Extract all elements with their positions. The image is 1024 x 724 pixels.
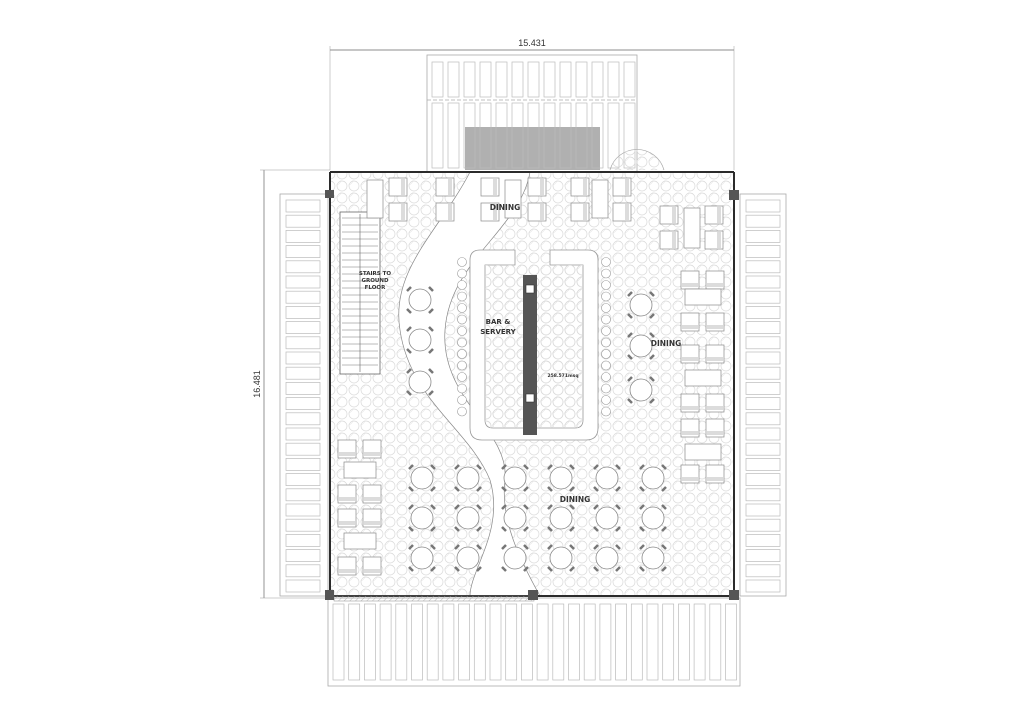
height-label: 16.481 — [252, 370, 262, 398]
stairs-label-3: FLOOR — [365, 285, 386, 291]
bar-label-2: SERVERY — [480, 328, 516, 336]
width-label: 15.431 — [518, 38, 546, 48]
stairs: STAIRS TO GROUND FLOOR — [339, 211, 391, 375]
stairs-label-1: STAIRS TO — [359, 271, 391, 277]
dining-bottom-label: DINING — [560, 495, 591, 504]
right-pergola — [739, 193, 787, 597]
bar-servery: BAR & SERVERY 258.571msq — [457, 249, 611, 441]
dining-top-label: DINING — [490, 203, 521, 212]
bottom-pergola — [327, 597, 741, 687]
dimension-height: 16.481 — [252, 169, 330, 599]
bar-label-1: BAR & — [486, 318, 511, 326]
stairs-label-2: GROUND — [361, 278, 388, 284]
left-pergola — [279, 193, 329, 597]
area-annotation: 258.571msq — [547, 373, 578, 379]
dimension-width: 15.431 — [329, 38, 735, 170]
dining-right-label: DINING — [651, 339, 682, 348]
top-pergola — [426, 54, 665, 173]
furniture — [337, 177, 725, 576]
